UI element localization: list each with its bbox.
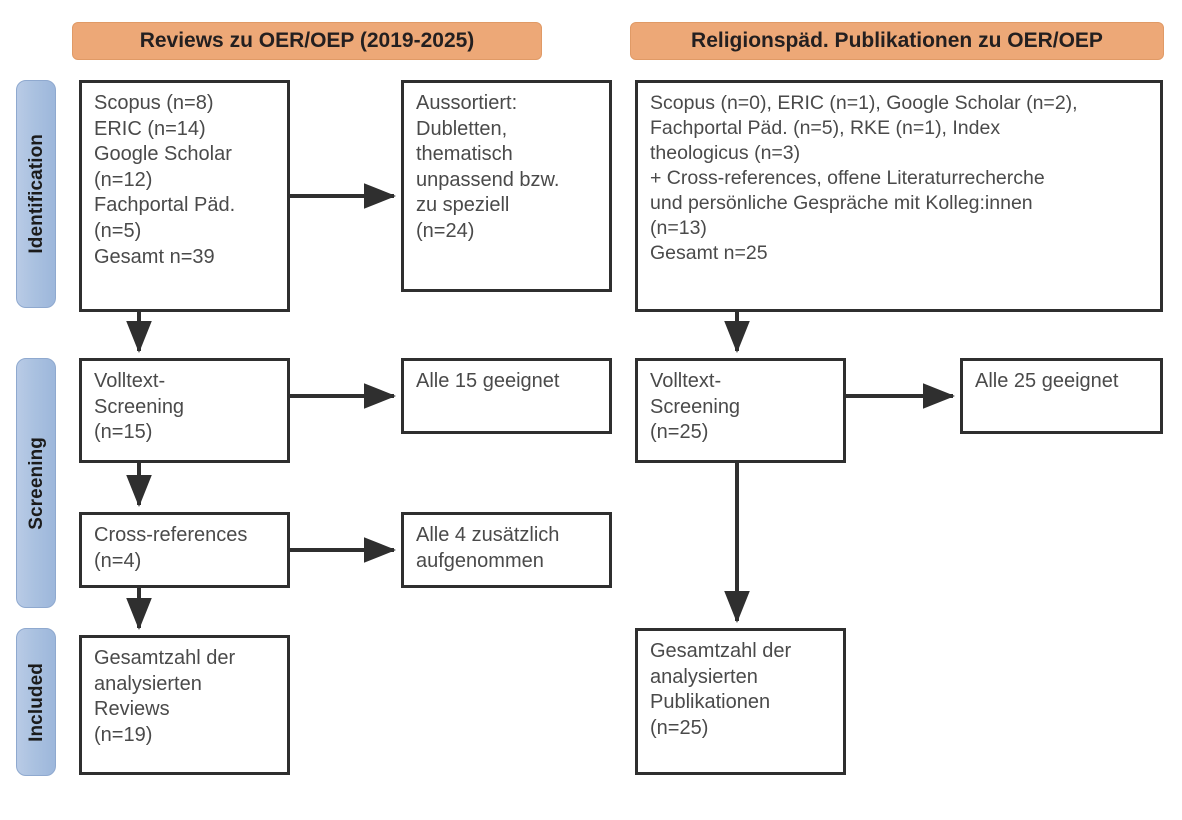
node-right-screening-result: Alle 25 geeignet [960, 358, 1163, 434]
stage-label-included-text: Included [25, 662, 47, 742]
node-left-screening-result: Alle 15 geeignet [401, 358, 612, 434]
node-right-screening: Volltext- Screening (n=25) [635, 358, 846, 463]
column-header-right: Religionspäd. Publikationen zu OER/OEP [630, 22, 1164, 60]
node-left-included: Gesamtzahl der analysierten Reviews (n=1… [79, 635, 290, 775]
node-right-included: Gesamtzahl der analysierten Publikatione… [635, 628, 846, 775]
stage-label-included: Included [16, 628, 56, 776]
column-header-left: Reviews zu OER/OEP (2019-2025) [72, 22, 542, 60]
node-left-excluded: Aussortiert: Dubletten, thematisch unpas… [401, 80, 612, 292]
node-left-crossrefs-result: Alle 4 zusätzlich aufgenommen [401, 512, 612, 588]
stage-label-screening-text: Screening [25, 436, 47, 530]
stage-label-screening: Screening [16, 358, 56, 608]
node-right-identification: Scopus (n=0), ERIC (n=1), Google Scholar… [635, 80, 1163, 312]
node-left-crossrefs: Cross-references (n=4) [79, 512, 290, 588]
node-left-identification: Scopus (n=8) ERIC (n=14) Google Scholar … [79, 80, 290, 312]
stage-label-identification-text: Identification [25, 134, 47, 254]
stage-label-identification: Identification [16, 80, 56, 308]
node-left-screening: Volltext- Screening (n=15) [79, 358, 290, 463]
